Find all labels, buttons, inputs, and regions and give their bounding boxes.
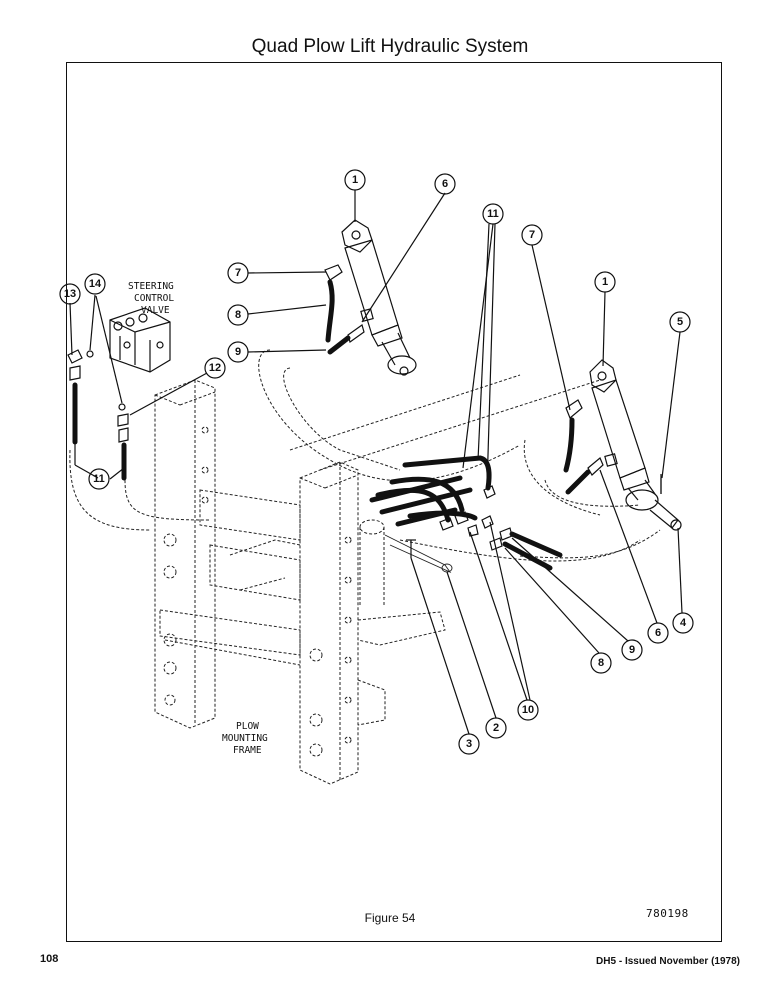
callout-7: 7 [227,262,249,284]
callout-5: 5 [669,311,691,333]
crossing-hoses [369,455,563,571]
svg-text:8: 8 [235,309,241,321]
svg-text:3: 3 [466,738,472,750]
callout-10: 10 [517,699,539,721]
steering-control-valve [109,307,171,373]
label-line: PLOW [236,721,259,732]
svg-text:9: 9 [235,346,241,358]
svg-text:7: 7 [529,229,535,241]
callout-13: 13 [59,283,81,305]
label-line: STEERING [128,281,174,292]
callout-8: 8 [227,304,249,326]
drawing-number: 780198 [646,907,689,920]
page-number: 108 [40,953,59,965]
callout-12: 12 [204,357,226,379]
svg-text:14: 14 [89,278,102,290]
callouts: 1 6 11 7 1 5 7 8 9 13 14 12 11 4 6 9 8 1… [59,169,694,755]
label-line: FRAME [233,745,262,756]
label-line: MOUNTING [222,733,268,744]
label-line: CONTROL [134,293,174,304]
svg-text:10: 10 [522,704,534,716]
issue-footer: DH5 - Issued November (1978) [596,956,740,967]
svg-text:4: 4 [680,617,687,629]
callout-11: 11 [88,468,110,490]
callout-6: 6 [434,173,456,195]
callout-7: 7 [521,224,543,246]
svg-text:8: 8 [598,657,604,669]
svg-text:6: 6 [442,178,448,190]
page-title: Quad Plow Lift Hydraulic System [251,36,529,57]
svg-text:12: 12 [209,362,221,374]
right-lift-cylinder [589,359,682,531]
left-lift-cylinder [341,219,417,376]
callout-6: 6 [647,622,669,644]
svg-text:2: 2 [493,722,499,734]
callout-1: 1 [594,271,616,293]
svg-text:1: 1 [602,276,608,288]
svg-text:5: 5 [677,316,683,328]
callout-9: 9 [621,639,643,661]
svg-text:6: 6 [655,627,661,639]
callout-2: 2 [485,717,507,739]
svg-text:9: 9 [629,644,635,656]
figure-frame [66,62,722,942]
left-cylinder-hoses [324,264,365,355]
svg-text:13: 13 [64,288,76,300]
callout-11: 11 [482,203,504,225]
right-cylinder-hoses [563,399,604,495]
callout-3: 3 [458,733,480,755]
small-parts [406,474,662,558]
plow-mounting-frame [154,379,453,785]
callout-14: 14 [84,273,106,295]
callout-9: 9 [227,341,249,363]
label-line: VALVE [141,305,170,316]
svg-text:1: 1 [352,174,358,186]
steering-valve-label: STEERING CONTROL VALVE [128,281,174,316]
figure-caption: Figure 54 [364,911,416,925]
callout-8: 8 [590,652,612,674]
leader-lines [69,190,683,735]
callout-1: 1 [344,169,366,191]
svg-text:11: 11 [93,473,105,485]
valve-hoses [67,349,129,481]
mounting-frame-label: PLOW MOUNTING FRAME [222,721,268,756]
svg-text:11: 11 [487,208,499,220]
callout-4: 4 [672,612,694,634]
svg-text:7: 7 [235,267,241,279]
